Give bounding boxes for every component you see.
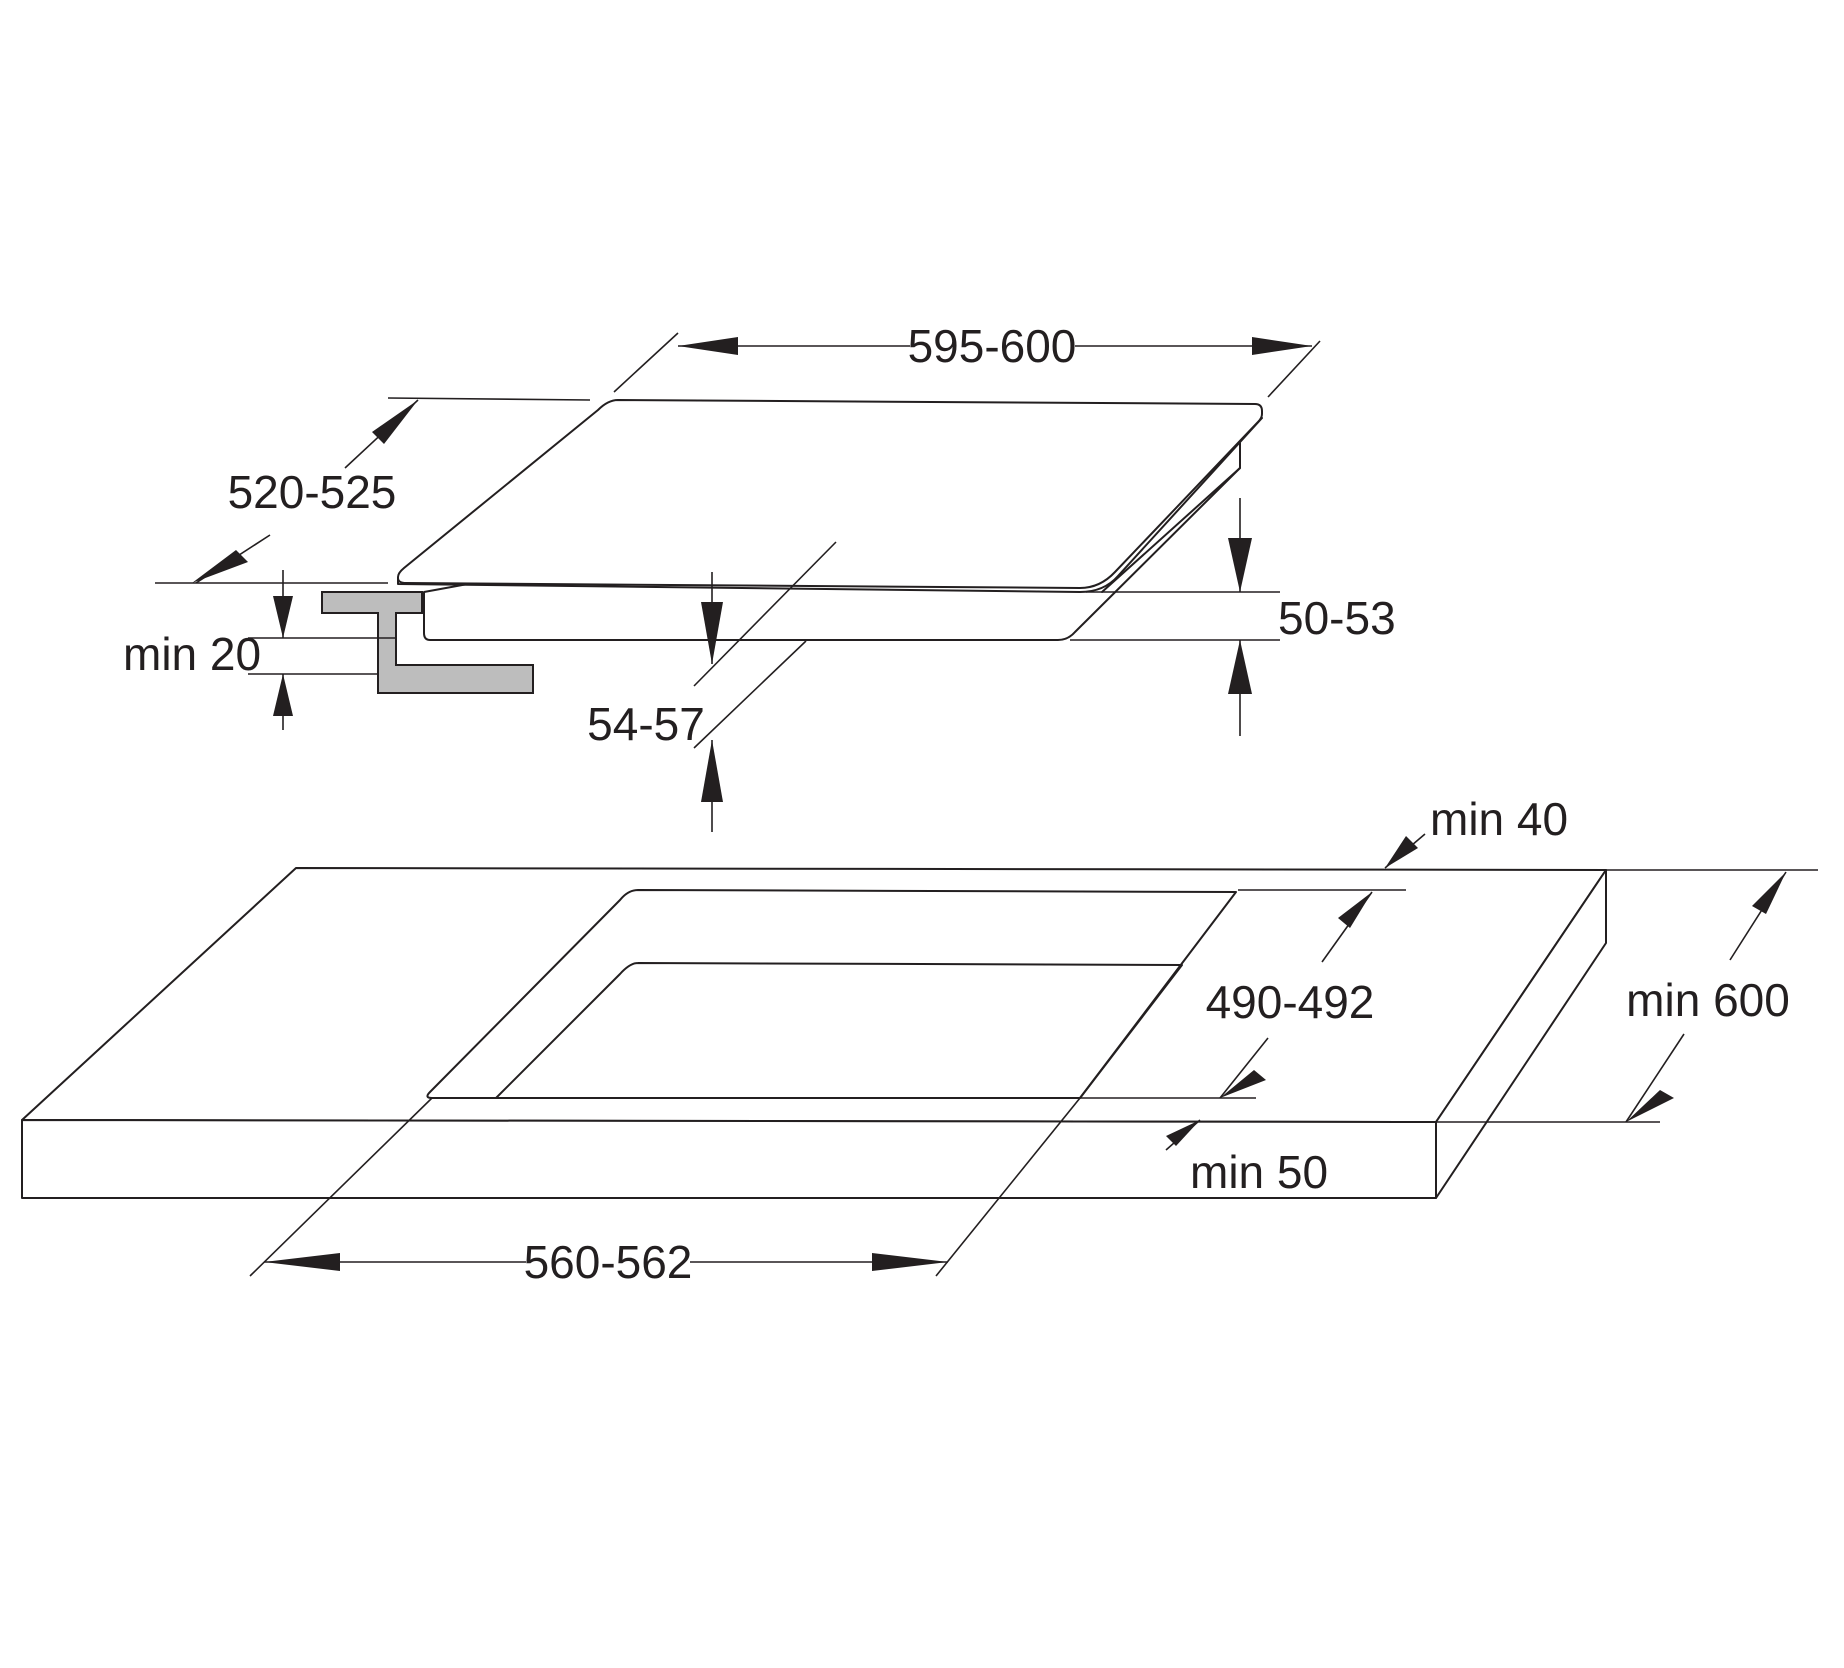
arrow-up-icon — [273, 674, 293, 716]
label-520-525: 520-525 — [228, 466, 397, 518]
label-min-600: min 600 — [1626, 974, 1790, 1026]
label-595-600: 595-600 — [908, 320, 1077, 372]
arrow-right-icon — [1252, 337, 1312, 355]
label-min-40: min 40 — [1430, 793, 1568, 845]
arrow-up-right-icon — [1752, 872, 1786, 914]
worktop-side — [1435, 869, 1607, 1199]
dim-cutout-width: 560-562 — [249, 1097, 1081, 1288]
worktop-bracket-icon — [321, 591, 534, 694]
label-490-492: 490-492 — [1206, 976, 1375, 1028]
arrow-down-left-icon — [1626, 1090, 1674, 1122]
label-min-20: min 20 — [123, 628, 261, 680]
dim-hob-height: 50-53 — [1070, 498, 1396, 736]
label-min-50: min 50 — [1190, 1146, 1328, 1198]
arrow-up-right-icon — [1166, 1120, 1200, 1146]
arrow-up-icon — [1228, 640, 1252, 694]
arrow-down-icon — [273, 596, 293, 638]
arrow-up-icon — [701, 740, 723, 802]
arrow-left-icon — [264, 1253, 340, 1271]
dim-min-back: min 40 — [1238, 793, 1568, 891]
hob-glass-top — [397, 399, 1263, 589]
worktop-drawing — [21, 867, 1607, 1199]
arrow-up-right-icon — [372, 400, 418, 444]
dim-min-depth: min 600 — [1436, 869, 1818, 1123]
arrow-right-icon — [872, 1253, 948, 1271]
dim-total-depth: 54-57 — [587, 541, 837, 832]
dim-min-clearance: min 20 — [123, 570, 396, 730]
dim-hob-width: 595-600 — [613, 320, 1321, 398]
arrow-down-left-icon — [1385, 836, 1418, 868]
label-560-562: 560-562 — [524, 1236, 693, 1288]
hob-drawing — [321, 399, 1263, 694]
arrow-down-left-icon — [192, 550, 248, 583]
cutout-inner — [495, 962, 1183, 1099]
arrow-left-icon — [678, 337, 738, 355]
arrow-up-right-icon — [1338, 892, 1372, 928]
label-50-53: 50-53 — [1278, 592, 1396, 644]
label-54-57: 54-57 — [587, 698, 705, 750]
arrow-down-icon — [1228, 538, 1252, 592]
arrow-down-left-icon — [1220, 1070, 1266, 1098]
dim-hob-depth: 520-525 — [155, 397, 591, 584]
hob-glass-edge — [397, 417, 1263, 593]
dim-min-front: min 50 — [1165, 1119, 1328, 1198]
arrow-down-icon — [701, 602, 723, 664]
dim-cutout-depth: 490-492 — [1080, 891, 1375, 1099]
hob-body-side — [1101, 467, 1241, 593]
